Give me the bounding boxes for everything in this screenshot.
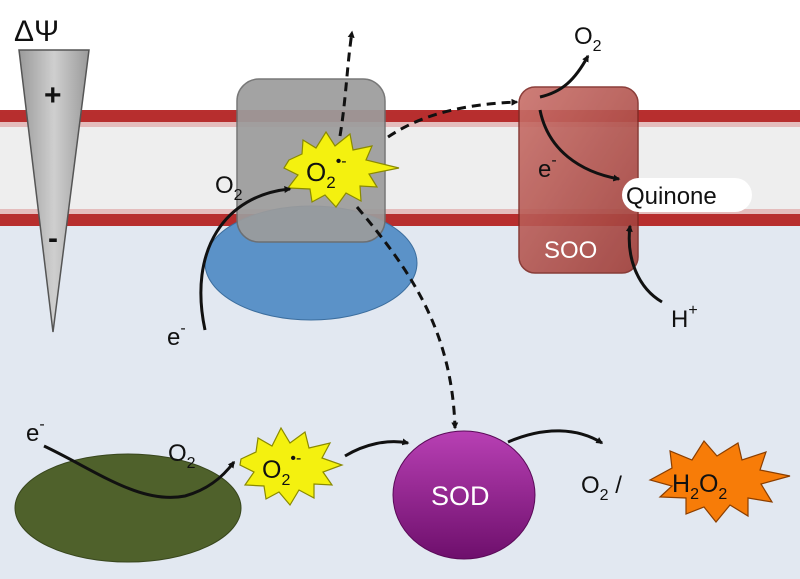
svg-text:O2•-: O2•- <box>262 450 301 489</box>
soo-enzyme: SOO <box>518 86 639 274</box>
electron-reductase-arrow <box>43 444 236 499</box>
membrane-potential-indicator: ΔΨ + - <box>14 15 90 333</box>
superoxide-to-o2-arrow <box>539 54 590 99</box>
superoxide-to-soo-arrow <box>387 98 519 139</box>
soo-label: SOO <box>544 237 597 264</box>
superoxide-burst-cytoplasm: O2•- <box>239 426 344 507</box>
electron-top-label: e- <box>167 320 186 351</box>
quinone: Quinone <box>622 178 752 212</box>
cytoplasmic-reductase <box>14 453 242 563</box>
proton-label: H+ <box>671 302 698 333</box>
potential-wedge <box>18 49 90 333</box>
svg-text:O2•-: O2•- <box>306 153 347 192</box>
electron-to-quinone-arrow <box>538 109 621 182</box>
electron-soo-label: e- <box>538 152 557 183</box>
proton-to-quinone-arrow <box>625 224 663 304</box>
negative-sign: - <box>48 222 58 255</box>
superoxide-to-sod-dashed-arrow <box>355 206 459 430</box>
quinone-label: Quinone <box>626 183 717 210</box>
superoxide-burst-complex: O2•- <box>283 130 400 208</box>
electron-bottom-label: e- <box>26 416 45 447</box>
periplasm-background <box>0 0 800 112</box>
positive-sign: + <box>44 79 62 112</box>
o2-product-label: O2 / <box>581 472 622 504</box>
delta-psi-label: ΔΨ <box>14 15 59 48</box>
o2-top-label: O2 <box>574 23 602 55</box>
o2-bottom-label: O2 <box>168 440 196 472</box>
sod-label: SOD <box>431 481 490 511</box>
h2o2-burst: H2O2 <box>648 439 791 523</box>
svg-text:H2O2: H2O2 <box>672 470 727 503</box>
superoxide-to-sod-arrow <box>344 438 410 458</box>
sod-to-products-arrow <box>507 429 604 445</box>
sod-enzyme: SOD <box>392 430 536 560</box>
o2-entry-label: O2 <box>215 172 243 204</box>
superoxide-release-arrow <box>338 30 355 137</box>
electron-transfer-arrow <box>199 186 292 331</box>
